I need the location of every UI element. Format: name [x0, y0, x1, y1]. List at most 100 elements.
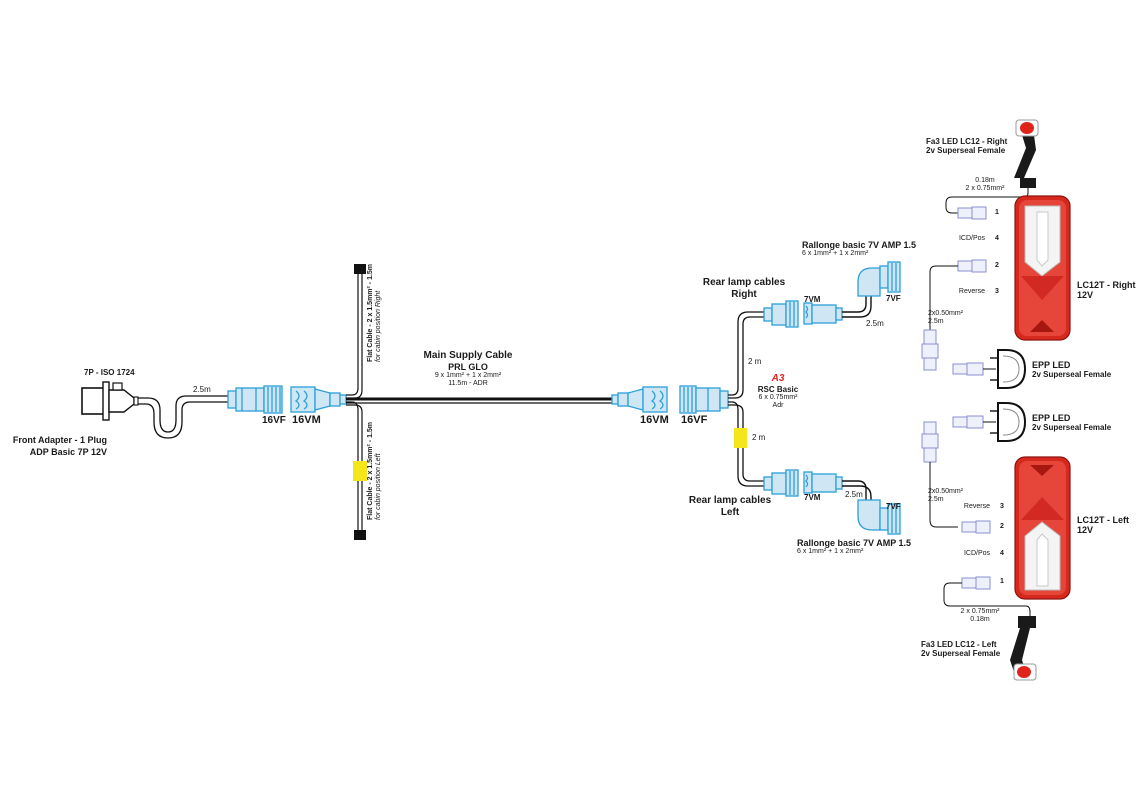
lamp-right-label: LC12T - Right 12V — [1077, 280, 1136, 301]
lamp-left-pin-3-label: Reverse — [963, 503, 990, 510]
lamp-left-title: LC12T - Left — [1077, 515, 1130, 525]
rsc-name: RSC Basic — [757, 384, 799, 394]
marker-lamp-right[interactable] — [1014, 119, 1039, 188]
superseal-left-pin2[interactable] — [961, 520, 991, 534]
marker-left-cable-section: 2 x 0.75mm² — [960, 608, 1000, 615]
epp-1-connector: 2v Superseal Female — [1032, 370, 1112, 380]
epp-2-connector: 2v Superseal Female — [1032, 423, 1112, 433]
lamp-left-pin-4-label: ICD/Pos — [963, 550, 990, 557]
flat-cable-left-label: Flat Cable - 2 x 1.5mm² - 1.5m for cabin… — [367, 422, 383, 520]
lamp-right-pin-4: 4 — [995, 235, 999, 242]
marker-right-connector: 2v Superseal Female — [926, 146, 1006, 156]
rear-lamp-left-side: Left — [720, 506, 740, 518]
connector-16vf-front-label: 16VF — [262, 415, 286, 426]
flat-cable-right-label: Flat Cable - 2 x 1.5mm² - 1.5m for cabin… — [367, 264, 383, 362]
epp-led-1[interactable] — [952, 349, 1027, 389]
marker-left-cable-label: 2 x 0.75mm² 0.18m — [955, 608, 1005, 624]
marker-right-cable-section: 2 x 0.75mm² — [965, 185, 1005, 193]
marker-left-label: Fa3 LED LC12 - Left 2v Superseal Female — [921, 640, 1000, 658]
main-cable-model: PRL GLO — [448, 361, 488, 372]
lamp-left-voltage: 12V — [1077, 525, 1094, 536]
front-adapter-subtitle: ADP Basic 7P 12V — [29, 447, 107, 457]
marker-left-title: Fa3 LED LC12 - Left — [921, 640, 997, 649]
main-cable-section: 9 x 1mm² + 1 x 2mm² — [434, 371, 502, 379]
superseal-left-pin1[interactable] — [961, 576, 991, 590]
lc12t-left-lamp[interactable] — [1014, 456, 1071, 600]
rsc-note: Adr — [772, 401, 784, 409]
extension-left-section: 6 x 1mm² + 1 x 2mm² — [797, 548, 864, 556]
left-aux-cable — [929, 462, 958, 528]
connector-7vf-left[interactable] — [857, 499, 901, 535]
epp-1-label: EPP LED 2v Superseal Female — [1032, 360, 1111, 380]
lamp-right-aux-label: 2x0.50mm² 2.5m — [928, 310, 963, 326]
connector-7vf-right-label: 7VF — [886, 294, 901, 303]
rear-lamp-left-title: Rear lamp cables — [688, 495, 772, 506]
lamp-left-pin-3: 3 — [1000, 503, 1004, 510]
rear-lamp-right-label: Rear lamp cables Right — [694, 277, 794, 300]
front-adapter-plug[interactable] — [81, 381, 139, 421]
flat-cable-left — [346, 401, 363, 530]
extension-cable-right — [842, 296, 872, 318]
connector-16vm-front[interactable] — [290, 386, 347, 413]
right-aux-connector[interactable] — [921, 329, 939, 371]
rsc-left-marker — [734, 428, 747, 448]
left-aux-connector[interactable] — [921, 421, 939, 463]
flat-cable-right — [346, 272, 363, 399]
flat-cable-left-spec: Flat Cable - 2 x 1.5mm² - 1.5m — [367, 421, 374, 520]
connector-7vf-right[interactable] — [857, 261, 901, 297]
rear-lamp-right-title: Rear lamp cables — [702, 277, 786, 288]
rsc-label: A3 RSC Basic 6 x 0.75mm² Adr — [750, 373, 806, 410]
main-supply-cable-label: Main Supply Cable PRL GLO 9 x 1mm² + 1 x… — [412, 350, 524, 388]
superseal-right-pin2[interactable] — [957, 259, 987, 273]
lamp-right-aux-section: 2x0.50mm² — [928, 310, 964, 317]
connector-16vf-rear-label: 16VF — [681, 414, 708, 426]
epp-led-2[interactable] — [952, 402, 1027, 442]
main-cable-length: 11.5m - ADR — [448, 379, 488, 387]
lamp-right-pin-1: 1 — [995, 209, 999, 216]
lamp-left-aux-length: 2.5m — [928, 496, 944, 504]
connector-16vm-front-label: 16VM — [292, 414, 321, 426]
epp-1-title: EPP LED — [1032, 360, 1071, 370]
marker-right-cable-label: 0.18m 2 x 0.75mm² — [960, 177, 1010, 193]
connector-7vm-left[interactable] — [803, 471, 843, 494]
flat-cable-left-marker — [353, 461, 367, 481]
connector-7vf-rsc-left[interactable] — [763, 469, 799, 497]
rear-lamp-right-side: Right — [731, 288, 757, 300]
connector-16vm-rear[interactable] — [611, 386, 668, 413]
front-adapter-cable — [138, 395, 228, 439]
marker-lamp-left[interactable] — [1010, 616, 1037, 681]
rsc-right-length: 2 m — [748, 357, 762, 366]
flat-cable-right-spec: Flat Cable - 2 x 1.5mm² - 1.5m — [367, 263, 374, 362]
connector-7vm-right[interactable] — [803, 302, 843, 325]
lamp-left-aux-label: 2x0.50mm² 2.5m — [928, 488, 963, 504]
marker-left-connector: 2v Superseal Female — [921, 649, 1001, 659]
epp-2-title: EPP LED — [1032, 413, 1071, 423]
extension-right-length: 2.5m — [866, 319, 884, 328]
flat-cable-right-terminal — [354, 264, 366, 274]
rsc-code: A3 — [771, 373, 785, 384]
lamp-left-pin-1: 1 — [1000, 578, 1004, 585]
connector-16vf-rear[interactable] — [679, 385, 729, 414]
lamp-left-pin-4: 4 — [1000, 550, 1004, 557]
connector-7vf-rsc-right[interactable] — [763, 300, 799, 328]
front-cable-length: 2.5m — [193, 385, 211, 394]
connector-7vm-right-label: 7VM — [804, 295, 821, 304]
extension-right-label: Rallonge basic 7V AMP 1.5 6 x 1mm² + 1 x… — [802, 240, 916, 258]
lamp-right-pin-2: 2 — [995, 262, 999, 269]
lc12t-right-lamp[interactable] — [1014, 195, 1071, 341]
main-cable-title: Main Supply Cable — [423, 350, 513, 361]
plug-label: 7P - ISO 1724 — [84, 368, 135, 377]
lamp-right-pin-3: 3 — [995, 288, 999, 295]
lamp-right-title: LC12T - Right — [1077, 280, 1136, 290]
marker-left-cable — [943, 582, 1031, 618]
connector-16vm-rear-label: 16VM — [640, 414, 669, 426]
main-supply-cable[interactable] — [346, 397, 612, 404]
epp-2-label: EPP LED 2v Superseal Female — [1032, 413, 1111, 433]
lamp-right-pin-4-label: ICD/Pos — [958, 235, 985, 242]
connector-16vf-front[interactable] — [227, 385, 283, 414]
extension-left-length: 2.5m — [845, 490, 863, 499]
lamp-left-pin-2: 2 — [1000, 523, 1004, 530]
superseal-right-pin1[interactable] — [957, 206, 987, 220]
extension-right-title: Rallonge basic 7V AMP 1.5 — [802, 240, 917, 250]
